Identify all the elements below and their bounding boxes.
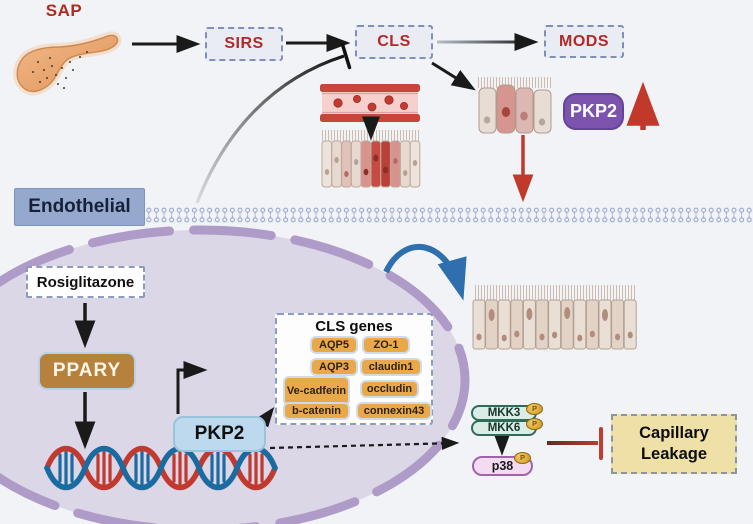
- transcription-arrow: [176, 361, 208, 414]
- cls-genes-title: CLS genes: [315, 318, 393, 335]
- pancreas-icon: [13, 31, 122, 96]
- gene-chip-claudin1: claudin1: [360, 358, 422, 376]
- mods-box: MODS: [544, 25, 624, 58]
- cls-genes-panel: CLS genes AQP5 ZO-1 AQP3 claudin1 Ve-cad…: [275, 313, 433, 425]
- cls-box: CLS: [355, 25, 433, 59]
- blue-arrow-genes-to-epithelium: [383, 243, 467, 301]
- capillary-leakage-box: Capillary Leakage: [611, 414, 737, 474]
- healthy-epithelium-icon: [472, 285, 637, 350]
- sirs-box: SIRS: [205, 27, 283, 61]
- ppary-box: PPARY: [38, 352, 136, 390]
- dashed-arrow-pkp2-to-mkk: [269, 436, 460, 450]
- lipid-bilayer-membrane: [145, 207, 753, 223]
- blood-vessel-icon: [320, 84, 420, 122]
- damaged-cells-icon: [478, 77, 553, 134]
- gene-chip-aqp3: AQP3: [310, 358, 358, 376]
- pkp2-membrane-box: PKP2: [563, 93, 624, 130]
- arrows: [74, 33, 660, 460]
- gene-chip-occludin: occludin: [360, 380, 419, 398]
- mkk6-pill: MKK6: [471, 420, 537, 436]
- phosphate-icon: P: [526, 403, 543, 415]
- gene-chip-connexin43: connexin43: [356, 402, 432, 420]
- gene-chip-zo1: ZO-1: [362, 336, 410, 354]
- phosphate-icon: P: [526, 418, 543, 430]
- endothelial-cell-illustration: [0, 225, 470, 524]
- damaged-epithelium-icon: [321, 130, 421, 188]
- gene-chip-b-catenin: b-catenin: [283, 402, 350, 420]
- arrow-cls-to-cells: [431, 61, 476, 91]
- inhibition-bar-cls: [340, 42, 352, 70]
- sap-label: SAP: [45, 1, 83, 20]
- endothelial-label-box: Endothelial: [14, 188, 145, 226]
- pkp2-cell-box: PKP2: [173, 416, 266, 452]
- phosphate-icon: P: [514, 452, 531, 464]
- inhibition-curve-to-cls: [195, 54, 345, 204]
- rosiglitazone-box: Rosiglitazone: [26, 266, 145, 298]
- dna-helix-icon: [44, 445, 278, 491]
- gene-chip-aqp5: AQP5: [310, 336, 358, 354]
